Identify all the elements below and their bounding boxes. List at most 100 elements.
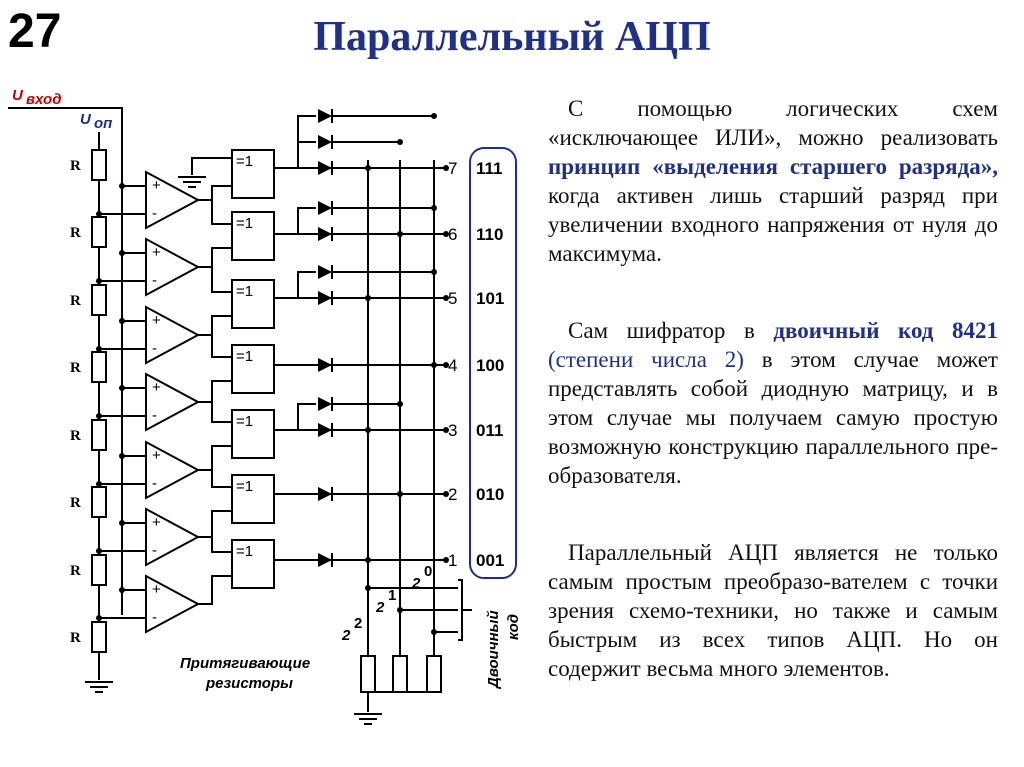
comparator-minus: -	[152, 272, 157, 289]
junction-dot	[365, 427, 371, 433]
paragraph-encoder: Сам шифратор в двоичный код 8421 (степен…	[548, 318, 998, 488]
xor-gate-label: =1	[236, 413, 253, 430]
diode-icon	[318, 227, 332, 241]
pull-down-resistor	[426, 655, 442, 693]
wire	[211, 248, 232, 293]
xor-gate-label: =1	[236, 283, 253, 300]
highlight-binary-code: двоичный код 8421	[773, 318, 998, 343]
comparator-plus: +	[152, 379, 161, 396]
xor-gate	[231, 539, 275, 589]
comparator-plus: +	[152, 312, 161, 329]
resistor	[91, 216, 107, 248]
diode-icon	[318, 553, 332, 567]
diode-icon	[318, 487, 332, 501]
comparator-minus: -	[152, 542, 157, 559]
junction-dot	[443, 165, 449, 171]
xor-gate-label: =1	[236, 215, 253, 232]
level-label: 4	[448, 356, 457, 375]
junction-dot	[397, 231, 403, 237]
resistor-label: R	[70, 495, 81, 511]
reference-voltage-sub: оп	[94, 115, 112, 132]
junction-dot	[443, 557, 449, 563]
xor-gate-label: =1	[236, 543, 253, 560]
binary-code-label: 101	[476, 289, 504, 308]
input-voltage-sub: вход	[26, 91, 61, 108]
pull-down-resistor	[360, 655, 376, 693]
bit-exponent-label: 2	[354, 615, 362, 632]
xor-gate	[231, 279, 275, 329]
pull-down-resistor	[392, 655, 408, 693]
junction-dot	[443, 231, 449, 237]
wire	[198, 247, 232, 268]
junction-dot	[119, 183, 125, 189]
resistor-label: R	[70, 360, 81, 376]
resistor	[91, 486, 107, 518]
wire	[211, 316, 232, 358]
level-label: 3	[448, 421, 457, 440]
comparator-plus: +	[152, 581, 161, 598]
bit-weight-label: 2	[375, 599, 385, 616]
xor-gate	[231, 211, 275, 261]
comparator-plus: +	[152, 447, 161, 464]
junction-dot	[365, 557, 371, 563]
binary-code-label: 100	[476, 356, 504, 375]
wire	[211, 446, 232, 488]
diode-icon	[318, 397, 332, 411]
diode-icon	[318, 161, 332, 175]
comparator-icon	[145, 170, 201, 230]
comparator-minus: -	[152, 205, 157, 222]
junction-dot	[96, 211, 102, 217]
binary-code-label: 110	[476, 225, 503, 244]
binary-code-label: 011	[476, 421, 503, 440]
junction-dot	[119, 453, 125, 459]
level-label: 6	[448, 225, 457, 244]
comparator-icon	[145, 237, 201, 297]
comparator-icon	[145, 305, 201, 365]
comparator-icon	[145, 574, 201, 634]
comparator-plus: +	[152, 177, 161, 194]
wire	[297, 141, 316, 168]
junction-dot	[365, 165, 371, 171]
comparator-plus: +	[152, 244, 161, 261]
pull-resistors-label: резисторы	[205, 675, 293, 692]
xor-gate-label: =1	[236, 348, 253, 365]
resistor-label: R	[70, 158, 81, 174]
junction-dot	[96, 548, 102, 554]
junction-dot	[397, 139, 403, 145]
junction-dot	[397, 491, 403, 497]
resistor-label: R	[70, 630, 81, 646]
resistor-label: R	[70, 563, 81, 579]
wire	[198, 510, 232, 538]
resistor	[91, 554, 107, 586]
junction-dot	[443, 295, 449, 301]
junction-dot	[96, 481, 102, 487]
wire	[198, 575, 232, 605]
comparator-icon	[145, 507, 201, 567]
pull-resistors-label: Притягивающие	[180, 655, 310, 672]
junction-dot	[431, 205, 437, 211]
comparator-plus: +	[152, 514, 161, 531]
resistor	[91, 149, 107, 181]
junction-dot	[119, 385, 125, 391]
diode-icon	[318, 109, 332, 123]
xor-gate	[231, 344, 275, 394]
wire	[297, 271, 316, 298]
wire	[198, 380, 232, 403]
binary-code-label: 111	[476, 159, 503, 178]
resistor-label: R	[70, 293, 81, 309]
xor-gate-label: =1	[236, 478, 253, 495]
junction-dot	[119, 587, 125, 593]
binary-code-axis-label: Двоичный	[485, 610, 502, 690]
comparator-icon	[145, 372, 201, 432]
comparator-minus: -	[152, 609, 157, 626]
resistor	[91, 351, 107, 383]
slide-number: 27	[8, 5, 62, 58]
junction-dot	[443, 427, 449, 433]
xor-gate	[231, 474, 275, 524]
junction-dot	[397, 401, 403, 407]
comparator-minus: -	[152, 475, 157, 492]
junction-dot	[96, 413, 102, 419]
junction-dot	[119, 318, 125, 324]
binary-code-label: 010	[476, 485, 504, 504]
